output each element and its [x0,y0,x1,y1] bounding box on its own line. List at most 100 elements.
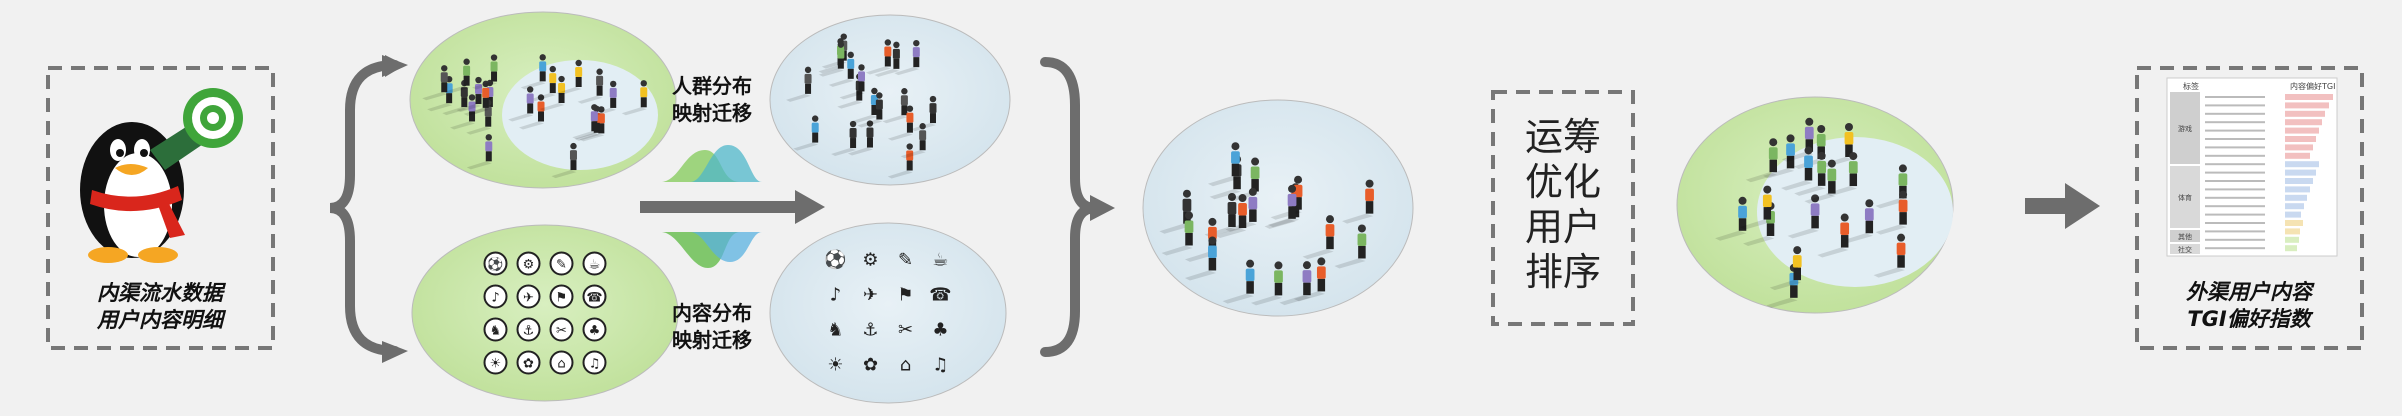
tgi-bar [2285,110,2325,117]
person-legs [1238,215,1247,229]
tgi-row-label [2205,196,2265,199]
tgi-bar [2285,178,2313,184]
person-body [460,87,468,98]
person-body [1227,201,1237,215]
content-source-ellipse: ⚽⚙✎☕♪✈⚑☎♞⚓✂♣☀✿⌂♫ [411,224,679,402]
person-shadow [1279,295,1311,306]
person-shadow [556,86,582,95]
person-legs [1365,201,1374,214]
person-shadow [837,100,863,109]
person-legs [575,76,582,87]
person-shadow [818,68,844,77]
mapping-arrow [640,190,825,224]
person-legs [1246,281,1254,294]
person-shadow [1215,228,1247,239]
tgi-bar [2285,169,2316,176]
person-legs [598,123,605,134]
person-shadow [572,131,598,140]
person-legs [1811,215,1819,229]
person-body [1792,255,1802,268]
person-shadow [444,85,470,94]
person-legs [1228,214,1236,227]
person-legs [812,132,819,143]
tgi-bar [2285,211,2301,218]
tgi-bar [2285,203,2304,210]
person-body [590,111,598,122]
person-head [906,105,914,112]
person-legs [469,111,476,122]
person-legs [527,103,534,114]
content-icon-glyph: ⚽ [823,249,846,271]
person-legs [805,83,812,94]
ranked-crowd-ellipse [1676,96,1954,314]
person-shadow [1264,218,1296,229]
person-body [1302,270,1312,283]
person-shadow [1159,223,1191,234]
content-icon-ring [582,350,607,375]
person-legs [856,90,863,101]
person-head [847,51,854,59]
person-shadow [530,93,556,102]
person-legs [1804,167,1813,181]
tgi-bars [2205,94,2333,252]
person-legs [1326,236,1334,250]
person-head [1302,261,1311,270]
content-icon-glyph: ♫ [589,357,601,372]
person-legs [1805,139,1814,152]
person-body [811,122,819,133]
person-shadow [847,147,873,156]
person-head [893,41,900,49]
person-head [1208,236,1217,245]
distribution-wave-icon [662,145,762,268]
person-legs [558,93,565,104]
person-legs [876,109,883,120]
person-head [876,92,883,99]
person-figure-icon [786,33,937,179]
person-head [1898,164,1907,173]
person-shadow [577,95,603,104]
person-head [1844,123,1853,132]
person-body [1357,233,1367,246]
person-body [1810,203,1820,216]
person-head [871,87,878,95]
content-icon-glyph: ✈ [863,285,878,306]
content-icon-glyph: ☕ [932,250,948,271]
person-shadow [786,93,812,102]
person-head [1817,124,1826,133]
crowd-source-ellipse [409,11,677,189]
person-legs [858,81,865,92]
person-legs [1208,257,1217,271]
optimize-label-line2: 优化 [1525,160,1601,204]
person-legs [913,57,920,68]
content-category-icon: ⚽⚙✎☕♪✈⚑☎♞⚓✂♣☀✿⌂♫ [823,249,951,376]
person-shadow [1293,291,1326,302]
tgi-bar [2285,102,2329,109]
person-legs [1899,212,1907,225]
person-head [1763,185,1772,194]
person-head [591,104,598,111]
person-body [929,103,937,114]
person-legs [1233,176,1241,190]
tgi-row-label [2205,238,2265,241]
person-shadow [1781,151,1814,162]
result-label-line1: 外渠用户内容 [2186,280,2315,304]
content-mapped-ellipse: ⚽⚙✎☕♪✈⚑☎♞⚓✂♣☀✿⌂♫ [769,222,1007,404]
person-shadow [508,113,534,122]
person-legs [1845,144,1853,158]
content-icon-glyph: ⌂ [557,357,565,372]
person-legs [1793,267,1802,281]
person-head [485,134,492,141]
person-head [570,142,577,150]
person-body [537,101,545,112]
person-shadow [828,78,854,87]
person-body [1768,147,1778,160]
tgi-row-label [2205,171,2265,174]
content-icon-glyph: ⚑ [556,291,568,306]
person-head [1840,213,1849,222]
person-legs [491,71,498,82]
person-body [1844,132,1854,145]
content-icon-glyph: ☀ [490,357,502,372]
person-body [919,130,927,141]
person-legs [570,160,577,171]
person-shadow [1763,168,1795,179]
